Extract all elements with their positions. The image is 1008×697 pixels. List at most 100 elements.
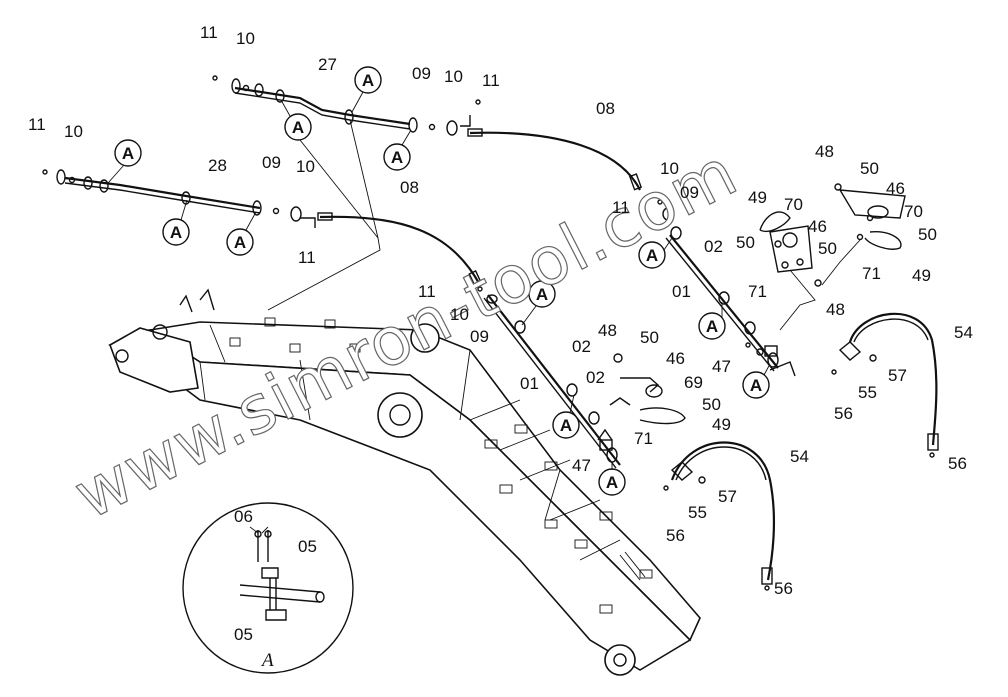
part-label: 11 <box>482 71 500 90</box>
part-label: 50 <box>640 328 659 347</box>
part-label: 56 <box>834 404 853 423</box>
part-label: 70 <box>784 195 803 214</box>
callout-a-marker: A <box>638 237 673 269</box>
part-label: 57 <box>888 366 907 385</box>
svg-text:A: A <box>536 285 548 304</box>
part-label: 54 <box>954 323 973 342</box>
hose-54-upper <box>848 312 938 446</box>
part-label: 49 <box>748 188 767 207</box>
callout-a-marker: A <box>280 99 312 141</box>
callout-a-group: A A A A A A A <box>107 66 771 496</box>
part-label: 50 <box>818 239 837 258</box>
part-label: 05 <box>298 537 317 556</box>
leader-lines <box>267 119 381 311</box>
part-label: 55 <box>688 503 707 522</box>
part-label: 05 <box>234 625 253 644</box>
part-label: 10 <box>660 159 679 178</box>
part-label: 28 <box>208 156 227 175</box>
part-label: 10 <box>444 67 463 86</box>
callout-a-marker: A <box>521 280 556 326</box>
part-label: 56 <box>666 526 685 545</box>
part-label: 70 <box>904 202 923 221</box>
part-label: 49 <box>912 266 931 285</box>
callout-a-marker: A <box>742 363 771 399</box>
part-label: 02 <box>586 368 605 387</box>
part-label: 46 <box>808 217 827 236</box>
part-label: 50 <box>860 159 879 178</box>
part-label: 50 <box>702 395 721 414</box>
part-label: 01 <box>520 374 539 393</box>
part-label: 10 <box>450 305 469 324</box>
part-label: 50 <box>918 225 937 244</box>
pipe-28-assembly <box>42 169 316 228</box>
part-label: 54 <box>790 447 809 466</box>
part-label: 09 <box>412 64 431 83</box>
part-label: 56 <box>774 579 793 598</box>
callout-a-marker: A <box>351 66 382 113</box>
part-labels: 11 10 27 09 10 11 11 10 28 09 10 08 11 0… <box>28 23 973 644</box>
part-label: 47 <box>712 357 731 376</box>
part-label: 49 <box>712 415 731 434</box>
part-label: 11 <box>298 248 316 267</box>
part-label: 01 <box>672 282 691 301</box>
pipe-01-center <box>477 286 686 469</box>
pipe-27-assembly <box>212 75 481 136</box>
detail-a-inset: A <box>182 502 354 674</box>
svg-text:A: A <box>170 223 182 242</box>
part-label: 50 <box>736 233 755 252</box>
part-label: 47 <box>572 456 591 475</box>
part-label: 02 <box>572 337 591 356</box>
part-label: 71 <box>634 429 653 448</box>
boom-structure <box>108 288 701 676</box>
part-label: 55 <box>858 383 877 402</box>
svg-text:A: A <box>122 144 134 163</box>
svg-text:A: A <box>260 650 274 671</box>
bracket-right <box>759 211 822 331</box>
part-label: 71 <box>862 264 881 283</box>
part-label: 09 <box>680 183 699 202</box>
pipe-01-right <box>657 199 796 377</box>
svg-text:A: A <box>750 376 762 395</box>
callout-a-marker: A <box>107 139 142 184</box>
part-label: 11 <box>28 115 46 134</box>
svg-text:A: A <box>292 118 304 137</box>
part-label: 10 <box>236 29 255 48</box>
part-label: 11 <box>418 282 436 301</box>
part-label: 48 <box>826 300 845 319</box>
part-label: 10 <box>64 122 83 141</box>
svg-text:A: A <box>706 317 718 336</box>
svg-text:A: A <box>234 233 246 252</box>
part-label: 02 <box>704 237 723 256</box>
svg-text:A: A <box>606 473 618 492</box>
hose-54-lower <box>670 441 776 581</box>
part-label: 56 <box>948 454 967 473</box>
svg-text:A: A <box>560 416 572 435</box>
part-label: 48 <box>815 142 834 161</box>
callout-a-marker: A <box>598 462 626 496</box>
part-label: 27 <box>318 55 337 74</box>
callout-a-marker: A <box>698 302 726 340</box>
part-label: 08 <box>400 178 419 197</box>
hose-08-lower <box>319 215 481 286</box>
part-label: 11 <box>612 198 630 217</box>
callout-a-marker: A <box>552 394 580 439</box>
part-label: 11 <box>200 23 218 42</box>
bracket-far-right <box>821 183 906 286</box>
part-label: 10 <box>296 157 315 176</box>
svg-text:A: A <box>391 148 403 167</box>
callout-a-marker: A <box>383 129 412 171</box>
callout-a-marker: A <box>162 199 190 246</box>
svg-text:A: A <box>362 71 374 90</box>
hose-08-upper <box>469 131 641 191</box>
part-label: 71 <box>748 282 767 301</box>
callout-a-marker: A <box>226 211 257 256</box>
part-label: 09 <box>262 153 281 172</box>
part-label: 08 <box>596 99 615 118</box>
part-label: 48 <box>598 321 617 340</box>
part-label: 46 <box>886 179 905 198</box>
part-label: 46 <box>666 349 685 368</box>
svg-text:A: A <box>646 246 658 265</box>
part-label: 06 <box>234 507 253 526</box>
part-label: 57 <box>718 487 737 506</box>
